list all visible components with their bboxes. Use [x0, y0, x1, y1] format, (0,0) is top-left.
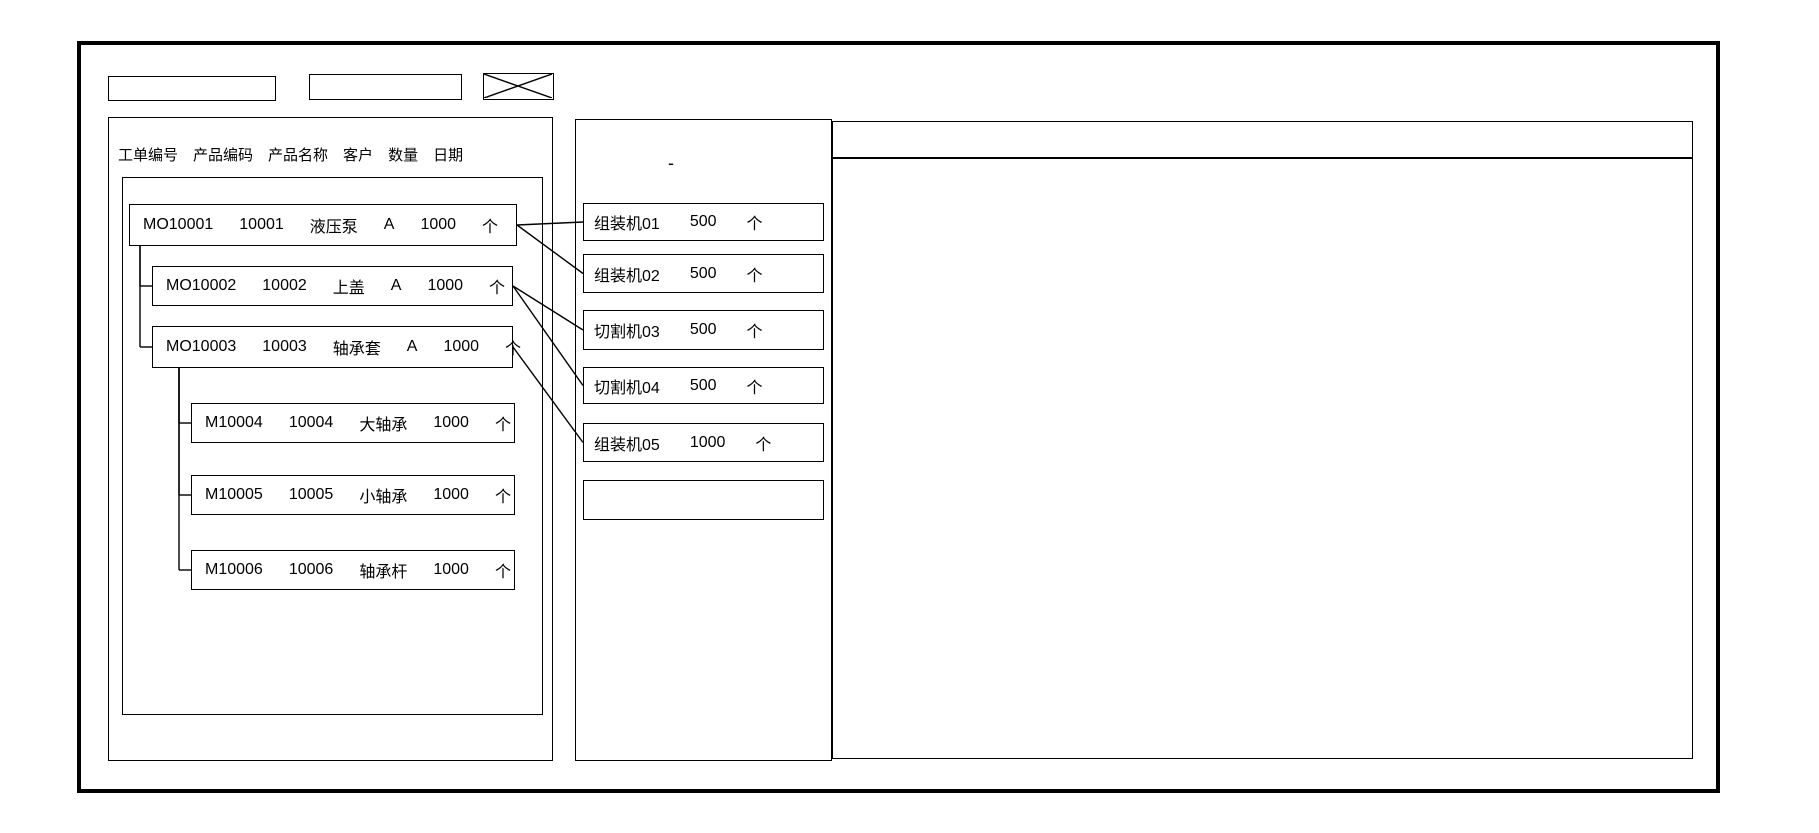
- work-order-field: 1000: [420, 216, 457, 233]
- work-order-row-m10005[interactable]: M10005 10005 小轴承 1000 个: [191, 475, 515, 515]
- stray-dash-mark: -: [668, 153, 674, 173]
- window-border: [77, 41, 1720, 793]
- column-label: 产品编码: [193, 146, 254, 164]
- machine-field: 500: [689, 376, 717, 394]
- work-order-field: 液压泵: [309, 219, 358, 236]
- machine-field: 切割机03: [594, 324, 660, 341]
- work-order-field: A: [406, 338, 418, 355]
- machine-field: 切割机04: [594, 379, 660, 397]
- work-order-field: 轴承套: [332, 341, 381, 358]
- toolbar-input-1[interactable]: [108, 76, 276, 101]
- work-order-field: MO10001: [143, 216, 214, 233]
- work-order-field: M10006: [205, 561, 263, 578]
- machine-row-mc2[interactable]: 组装机02 500 个: [583, 254, 824, 293]
- machine-row-mc4[interactable]: 切割机04 500 个: [583, 367, 824, 404]
- detail-panel-header-divider: [832, 157, 1693, 159]
- machine-field: 500: [689, 321, 717, 338]
- column-label: 客户: [343, 146, 374, 164]
- work-order-field: 1000: [443, 338, 480, 355]
- work-order-field: 10004: [288, 414, 334, 431]
- machine-field: 个: [746, 267, 763, 285]
- work-order-row-mo10003[interactable]: MO10003 10003 轴承套 A 1000 个: [152, 326, 521, 368]
- work-order-field: A: [390, 277, 402, 294]
- work-order-field: 个: [505, 341, 522, 358]
- work-order-field: 1000: [433, 414, 469, 431]
- machine-field: 组装机01: [594, 216, 660, 233]
- work-order-field: 10001: [239, 216, 284, 233]
- work-order-field: 10006: [288, 561, 334, 578]
- work-order-field: 小轴承: [359, 489, 408, 506]
- toolbar-input-2[interactable]: [309, 74, 462, 100]
- machine-field: 个: [755, 436, 772, 454]
- work-order-field: 10002: [262, 277, 307, 294]
- work-order-row-m10006[interactable]: M10006 10006 轴承杆 1000 个: [191, 550, 515, 590]
- work-order-field: A: [383, 216, 395, 233]
- work-order-row-m10004[interactable]: M10004 10004 大轴承 1000 个: [191, 403, 515, 443]
- work-order-field: 10005: [288, 486, 334, 503]
- work-order-field: 轴承杆: [359, 564, 408, 581]
- work-order-list-box: [122, 177, 543, 715]
- work-order-field: 个: [494, 564, 511, 581]
- machine-row-mc3[interactable]: 切割机03 500 个: [583, 310, 824, 350]
- image-placeholder-icon: [483, 73, 554, 100]
- work-order-field: 上盖: [332, 280, 365, 297]
- column-label: 产品名称: [268, 146, 329, 164]
- machine-row-mc5[interactable]: 组装机05 1000 个: [583, 423, 824, 462]
- work-order-field: 个: [494, 489, 511, 506]
- work-order-row-mo10002[interactable]: MO10002 10002 上盖 A 1000 个: [152, 266, 513, 306]
- machine-row-empty[interactable]: [583, 480, 824, 520]
- work-order-field: 1000: [433, 561, 469, 578]
- column-label: 日期: [433, 146, 464, 164]
- detail-panel: [832, 121, 1693, 759]
- work-order-field: MO10003: [166, 338, 237, 355]
- work-order-row-mo10001[interactable]: MO10001 10001 液压泵 A 1000 个: [129, 204, 517, 246]
- column-label: 数量: [388, 146, 419, 164]
- machine-field: 组装机05: [594, 436, 660, 454]
- column-label: 工单编号: [118, 146, 179, 164]
- machine-field: 个: [746, 324, 763, 341]
- machine-field: 500: [689, 213, 717, 230]
- work-order-field: MO10002: [166, 277, 237, 294]
- machine-field: 个: [746, 379, 763, 397]
- machine-field: 500: [689, 264, 717, 282]
- work-order-field: 大轴承: [359, 417, 408, 434]
- work-order-field: 1000: [427, 277, 464, 294]
- work-order-field: 个: [482, 219, 499, 236]
- machine-field: 个: [746, 216, 763, 233]
- work-order-column-header: 工单编号产品编码产品名称客户数量日期: [118, 141, 478, 167]
- work-order-field: M10004: [205, 414, 263, 431]
- machine-field: 1000: [689, 433, 726, 451]
- machine-field: 组装机02: [594, 267, 660, 285]
- work-order-field: 个: [489, 280, 506, 297]
- work-order-field: 10003: [262, 338, 307, 355]
- work-order-field: 1000: [433, 486, 469, 503]
- work-order-field: M10005: [205, 486, 263, 503]
- machine-row-mc1[interactable]: 组装机01 500 个: [583, 203, 824, 241]
- work-order-field: 个: [494, 417, 511, 434]
